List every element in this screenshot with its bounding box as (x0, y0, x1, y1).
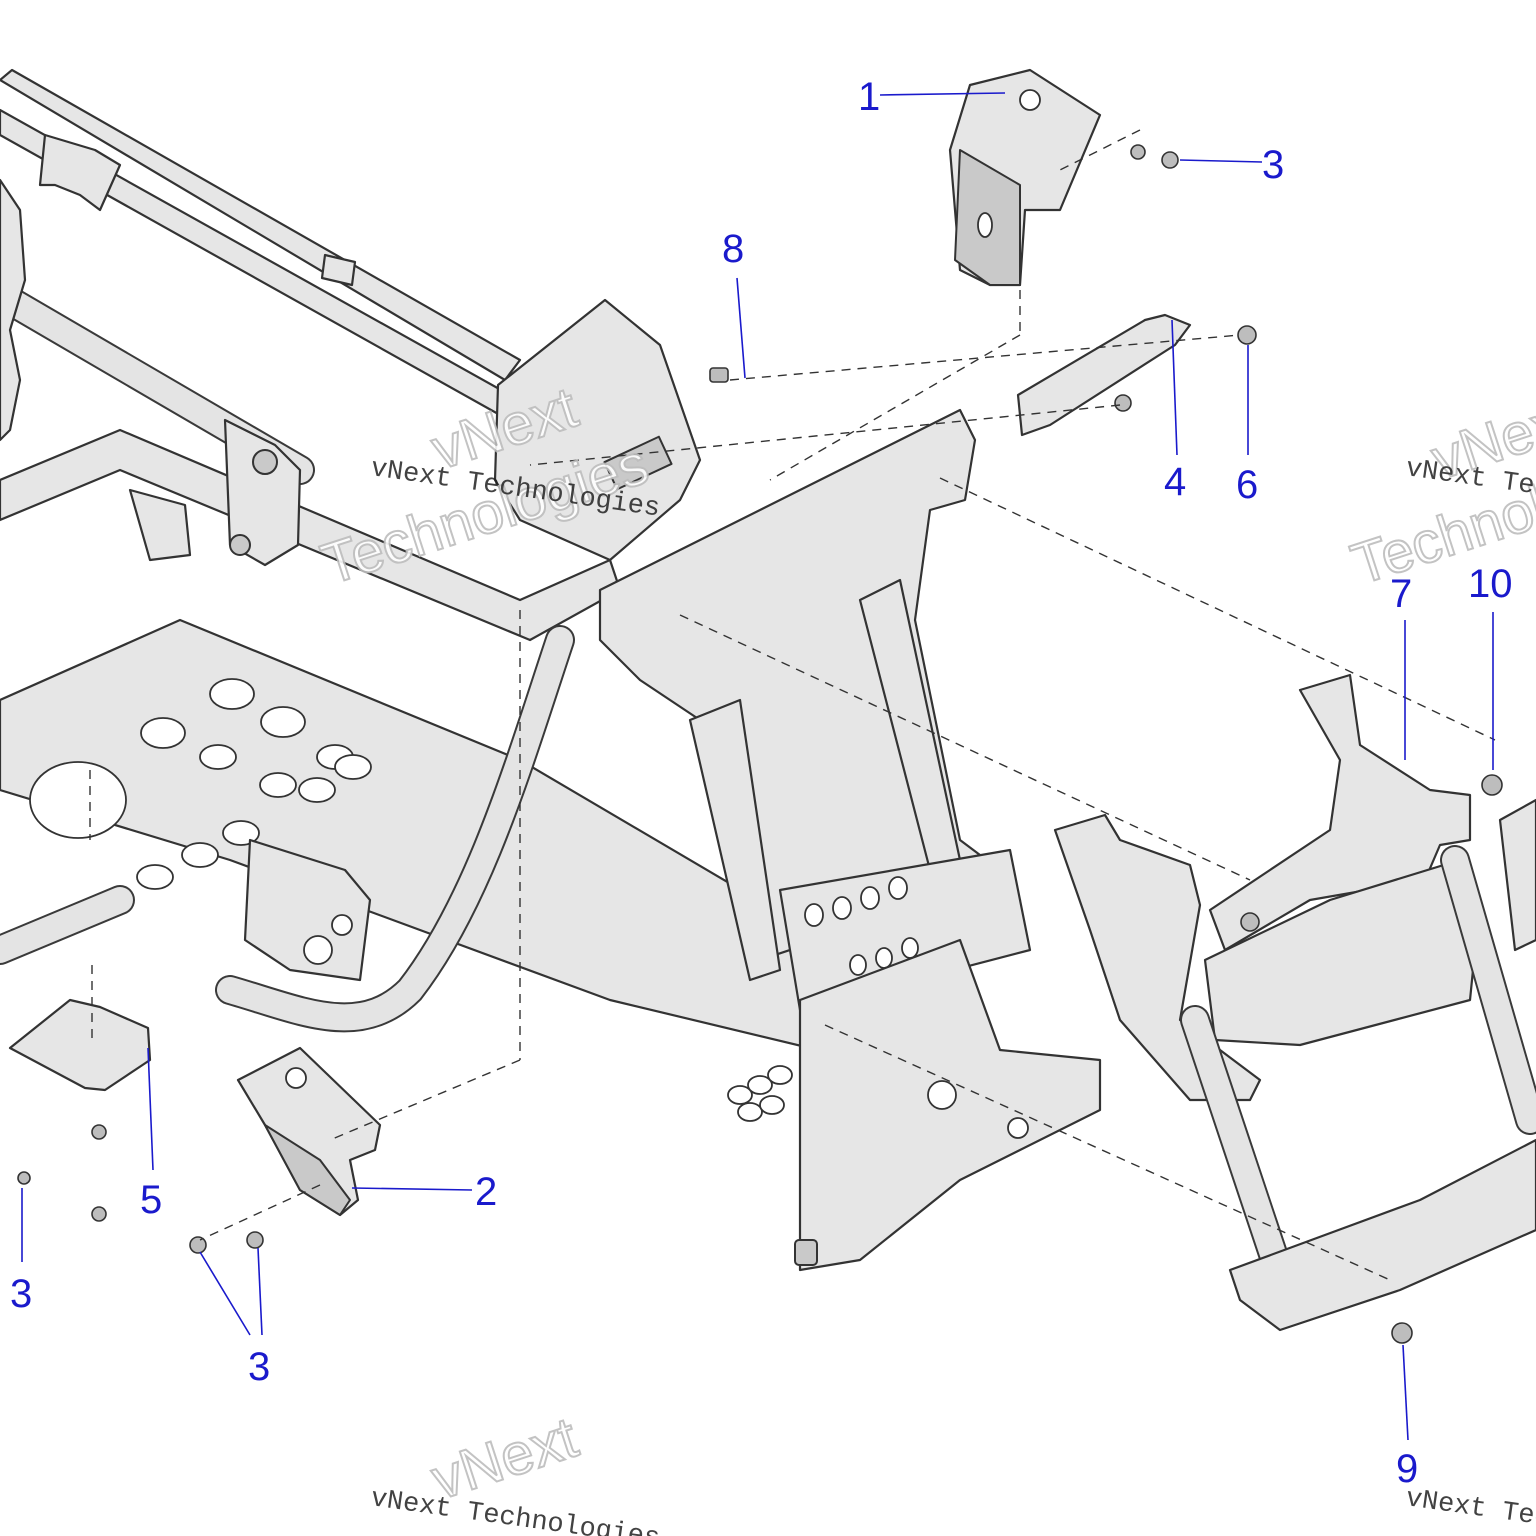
cross-plate-holes (804, 876, 919, 976)
callout-5: 5 (140, 1178, 162, 1222)
part-2-bracket (236, 1046, 382, 1217)
fasteners (17, 144, 1503, 1344)
part-7-front-frame (1053, 673, 1536, 1332)
callout-9: 9 (1396, 1447, 1418, 1491)
callout-3-bottom: 3 (248, 1345, 270, 1389)
watermark-small-bottom: vNext Technologies (369, 1484, 662, 1536)
part-1-bracket (948, 68, 1102, 287)
callout-3-left: 3 (10, 1272, 32, 1316)
callout-10: 10 (1468, 562, 1513, 606)
callouts: 1 2 3 3 3 4 5 6 7 8 9 10 (10, 75, 1513, 1491)
callout-4: 4 (1164, 460, 1186, 504)
callout-2: 2 (475, 1170, 497, 1214)
leader-lines (21, 92, 1494, 1441)
callout-1: 1 (858, 75, 880, 119)
part-5-cover-plate (8, 998, 152, 1092)
main-frame (0, 68, 1102, 1272)
callout-3-top: 3 (1262, 143, 1284, 187)
callout-7: 7 (1390, 572, 1412, 616)
watermark-small-bottom-right: vNext Technologies (1404, 1484, 1536, 1536)
callout-6: 6 (1236, 463, 1258, 507)
callout-8: 8 (722, 227, 744, 271)
assembly-lines (89, 129, 1496, 1281)
part-4-brace (1016, 313, 1192, 437)
